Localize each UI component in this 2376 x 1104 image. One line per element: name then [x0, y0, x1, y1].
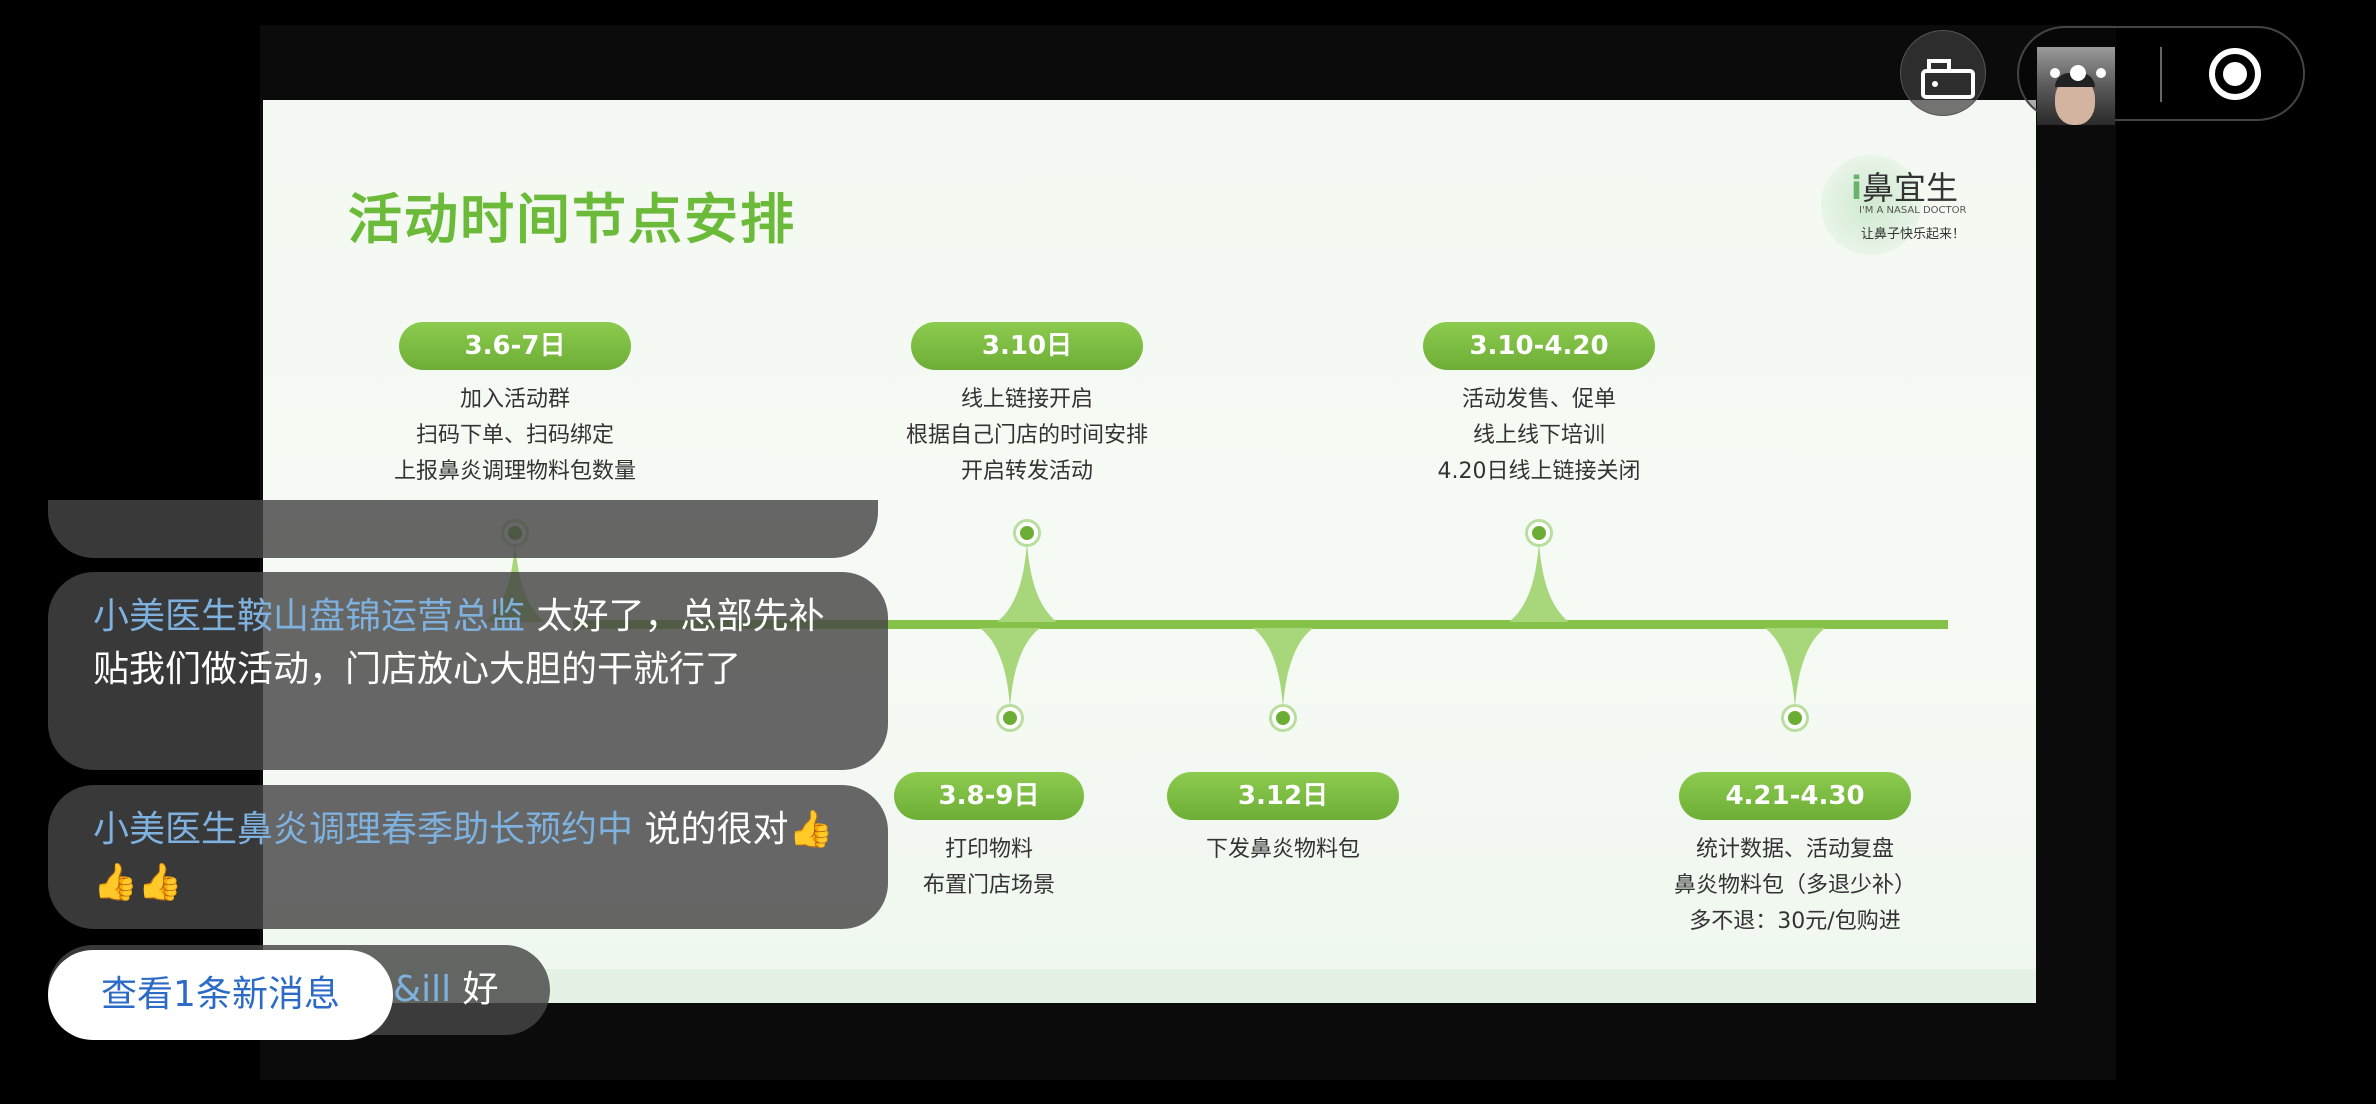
desc-line: 活动发售、促单 [1461, 387, 1616, 412]
desc-line: 统计数据、活动复盘 [1695, 837, 1894, 862]
milestone-date: 3.12日 [1167, 772, 1399, 820]
brand-logo: i鼻宜生 I'M A NASAL DOCTOR 让鼻子快乐起来！ [1821, 155, 1981, 255]
presenter-video-thumbnail[interactable] [2037, 47, 2115, 125]
desc-line: 鼻炎物料包（多退少补） [1673, 873, 1916, 898]
desc-line: 布置门店场景 [922, 873, 1055, 898]
spike-down [1765, 628, 1825, 708]
chat-message: 小美医生鞍山盘锦运营总监 太好了，总部先补贴我们做活动，门店放心大胆的干就行了 [48, 572, 888, 770]
chat-text: 好 [462, 969, 499, 1010]
chat-text: 说的很对👍👍👍 [93, 809, 834, 903]
milestone-date: 3.6-7日 [399, 322, 631, 370]
spike-up [997, 542, 1057, 622]
chat-sender[interactable]: 小美医生鞍山盘锦运营总监 [93, 596, 526, 637]
timeline-dot [996, 704, 1024, 732]
desc-line: 扫码下单、扫码绑定 [415, 423, 614, 448]
screen-lock-button[interactable] [1900, 30, 1986, 116]
chat-sender[interactable]: 小美医生鼻炎调理春季助长预约中 [93, 809, 634, 850]
spike-down [980, 628, 1040, 708]
spike-down [1253, 628, 1313, 708]
desc-line: 多不退：30元/包购进 [1689, 909, 1901, 934]
timeline-axis [573, 620, 1948, 629]
logo-tagline: I'M A NASAL DOCTOR [1859, 205, 1967, 216]
logo-background [1821, 155, 1921, 255]
milestone-date: 3.10日 [911, 322, 1143, 370]
slide-footer-band [263, 969, 2036, 1003]
desc-line: 加入活动群 [459, 387, 570, 412]
milestone-date: 4.21-4.30 [1679, 772, 1911, 820]
desc-line: 线上线下培训 [1472, 423, 1605, 448]
milestone-desc: 下发鼻炎物料包 [1083, 832, 1483, 868]
timeline-dot [1781, 704, 1809, 732]
desc-line: 打印物料 [944, 837, 1033, 862]
chat-sender[interactable]: &ill [393, 969, 452, 1010]
desc-line: 线上链接开启 [960, 387, 1093, 412]
milestone-desc: 打印物料 布置门店场景 [839, 832, 1139, 904]
record-icon[interactable] [2207, 46, 2263, 102]
more-icon[interactable] [2040, 58, 2120, 88]
milestone-date: 3.8-9日 [894, 772, 1084, 820]
desc-line: 开启转发活动 [960, 459, 1093, 484]
spike-up [1509, 542, 1569, 622]
slide-title: 活动时间节点安排 [348, 188, 796, 251]
milestone-desc: 线上链接开启 根据自己门店的时间安排 开启转发活动 [827, 382, 1227, 490]
capsule-divider [2160, 47, 2162, 102]
desc-line: 4.20日线上链接关闭 [1437, 459, 1641, 484]
desc-line: 下发鼻炎物料包 [1205, 837, 1360, 862]
logo-i-mark: i [1851, 169, 1862, 207]
desc-line: 上报鼻炎调理物料包数量 [393, 459, 636, 484]
milestone-desc: 统计数据、活动复盘 鼻炎物料包（多退少补） 多不退：30元/包购进 [1595, 832, 1995, 940]
logo-slogan: 让鼻子快乐起来！ [1861, 227, 1966, 242]
milestone-date: 3.10-4.20 [1423, 322, 1655, 370]
unlock-icon [1921, 59, 1975, 99]
chat-message: 小美医生鼻炎调理春季助长预约中 说的很对👍👍👍 [48, 785, 888, 929]
chat-text: 太好了，总部先补贴我们做活动，门店放心大胆的干就行了 [93, 596, 825, 690]
desc-line: 根据自己门店的时间安排 [905, 423, 1148, 448]
logo-name-text: 鼻宜生 [1861, 169, 1958, 207]
chat-bubble-clipped [48, 500, 878, 558]
milestone-desc: 加入活动群 扫码下单、扫码绑定 上报鼻炎调理物料包数量 [315, 382, 715, 490]
logo-name: i鼻宜生 [1851, 163, 1958, 209]
milestone-desc: 活动发售、促单 线上线下培训 4.20日线上链接关闭 [1339, 382, 1739, 490]
timeline-dot [1525, 519, 1553, 547]
timeline-dot [1269, 704, 1297, 732]
new-messages-button[interactable]: 查看1条新消息 [48, 950, 393, 1040]
